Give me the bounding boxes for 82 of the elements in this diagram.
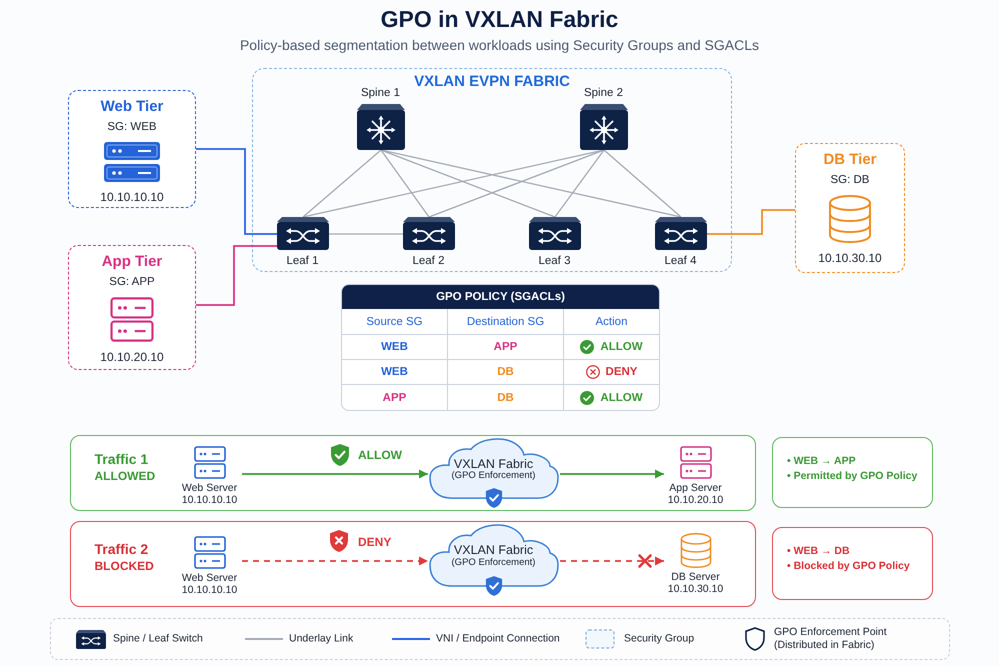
action-label: DENY bbox=[606, 366, 638, 378]
security-group-box bbox=[68, 245, 196, 370]
ip-address: 10.10.30.10 bbox=[818, 251, 882, 265]
note-item: • WEB → APP bbox=[787, 454, 856, 469]
node-label: Spine 2 bbox=[584, 86, 623, 100]
traffic-panel bbox=[70, 521, 756, 607]
group-title: Web Tier bbox=[100, 98, 164, 116]
node-label: Spine 1 bbox=[360, 86, 400, 100]
subtitle: Policy-based segmentation between workloads using Security Groups and SGACLs bbox=[240, 37, 760, 54]
panel-title: Traffic 2 bbox=[94, 540, 148, 558]
arrow bbox=[242, 470, 428, 478]
table-cell: APP bbox=[448, 335, 564, 360]
link-line bbox=[604, 150, 682, 218]
ip-address: 10.10.10.10 bbox=[100, 190, 164, 204]
legend-label: VNI / Endpoint Connection bbox=[436, 632, 560, 646]
link-line bbox=[380, 149, 556, 218]
node-label: Leaf 3 bbox=[538, 254, 570, 268]
legend-label: Security Group bbox=[624, 632, 694, 646]
ip-address: 10.10.10.10 bbox=[182, 494, 238, 506]
server-name: Web Server bbox=[182, 482, 238, 494]
ip-address: 10.10.20.10 bbox=[100, 350, 164, 364]
node-label: Leaf 4 bbox=[664, 254, 696, 268]
edge-label: DENY bbox=[356, 535, 394, 549]
diagram-title: GPO in VXLAN Fabric bbox=[380, 5, 618, 33]
node-label: Leaf 1 bbox=[286, 254, 318, 268]
link-line bbox=[196, 245, 277, 306]
note-item: • Permitted by GPO Policy bbox=[787, 469, 918, 484]
edge-label: ALLOW bbox=[356, 448, 404, 462]
fabric-group-box bbox=[252, 68, 732, 272]
traffic-panel bbox=[70, 435, 756, 511]
legend-label: Spine / Leaf Switch bbox=[113, 632, 203, 646]
cloud-subtitle: (GPO Enforcement) bbox=[452, 470, 536, 482]
security-group-box bbox=[795, 143, 905, 273]
link-line bbox=[302, 150, 382, 218]
link-line bbox=[196, 148, 277, 235]
security-group-box bbox=[68, 90, 196, 208]
note-item: • WEB → DB bbox=[787, 544, 850, 559]
server-name: App Server bbox=[669, 482, 722, 494]
cloud-subtitle: (GPO Enforcement) bbox=[452, 556, 536, 568]
cloud-title: VXLAN Fabric bbox=[454, 456, 534, 471]
action-label: ALLOW bbox=[600, 341, 643, 353]
link-line bbox=[428, 149, 604, 218]
cloud-title: VXLAN Fabric bbox=[454, 542, 534, 558]
column-header: Action bbox=[564, 309, 659, 335]
note-box bbox=[772, 527, 933, 600]
sg-label: SG: WEB bbox=[107, 120, 157, 134]
ip-address: 10.10.30.10 bbox=[668, 583, 724, 596]
note-box bbox=[772, 437, 933, 508]
legend-label: Underlay Link bbox=[289, 632, 354, 646]
arrow bbox=[242, 556, 428, 566]
sg-label: SG: APP bbox=[109, 275, 155, 289]
note-item: • Blocked by GPO Policy bbox=[787, 559, 910, 574]
ip-address: 10.10.20.10 bbox=[668, 494, 724, 506]
node-label: Leaf 2 bbox=[412, 254, 444, 268]
link-line bbox=[329, 233, 403, 235]
link-line bbox=[707, 209, 795, 235]
group-title: App Tier bbox=[102, 253, 162, 271]
status-label: BLOCKED bbox=[94, 558, 154, 574]
link-line bbox=[554, 150, 605, 218]
table-title: GPO POLICY (SGACLs) bbox=[342, 285, 659, 309]
group-title: DB Tier bbox=[823, 151, 877, 169]
group-title: VXLAN EVPN FABRIC bbox=[414, 74, 570, 90]
link-line bbox=[302, 149, 604, 218]
sg-label: SG: DB bbox=[830, 173, 870, 187]
table-cell: WEB bbox=[342, 335, 448, 360]
table-cell: DB bbox=[448, 360, 564, 385]
action-label: ALLOW bbox=[600, 392, 643, 404]
ip-address: 10.10.10.10 bbox=[182, 584, 238, 596]
legend-label: GPO Enforcement Point (Distributed in Fabric) bbox=[774, 626, 888, 652]
table-cell: WEB bbox=[342, 360, 448, 385]
status-label: ALLOWED bbox=[94, 468, 156, 484]
panel-title: Traffic 1 bbox=[94, 450, 148, 468]
table-cell: APP bbox=[342, 385, 448, 410]
server-name: DB Server bbox=[671, 570, 720, 583]
server-name: Web Server bbox=[182, 572, 238, 584]
arrow bbox=[560, 556, 664, 566]
link-line bbox=[380, 149, 682, 218]
table-cell: DB bbox=[448, 385, 564, 410]
column-header: Destination SG bbox=[448, 309, 564, 335]
arrow bbox=[560, 470, 664, 478]
link-line bbox=[380, 150, 430, 218]
column-header: Source SG bbox=[342, 309, 448, 335]
